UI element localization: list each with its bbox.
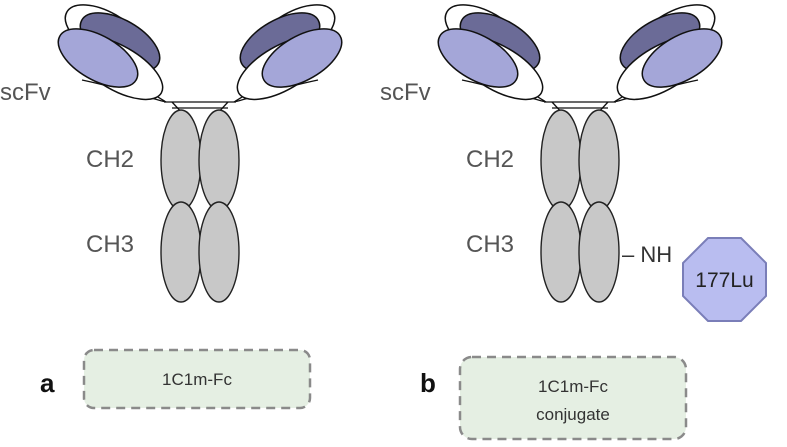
caption-a-line1: 1C1m-Fc (162, 370, 232, 389)
scfv-label-b: scFv (380, 79, 431, 106)
isotope-label: 177Lu (695, 269, 753, 292)
caption-box-b (458, 355, 688, 441)
caption-box-a (82, 348, 312, 410)
panel-a: scFv CH2 CH3 a 1C1m-Fc (0, 0, 352, 410)
panel-letter-a: a (40, 368, 55, 398)
nh-linker-label: – NH (622, 242, 672, 267)
panel-letter-b: b (420, 368, 436, 398)
scfv-label-a: scFv (0, 79, 51, 106)
lu-octagon (682, 237, 767, 322)
ch3-label-b: CH3 (466, 231, 514, 258)
caption-b-line2: conjugate (536, 405, 610, 424)
panel-b: scFv CH2 CH3 – NH 177Lu b 1C1m-Fc conjug… (380, 0, 767, 441)
ch3-label-a: CH3 (86, 231, 134, 258)
ch2-label-a: CH2 (86, 146, 134, 173)
caption-b-line1: 1C1m-Fc (538, 377, 608, 396)
ch2-label-b: CH2 (466, 146, 514, 173)
